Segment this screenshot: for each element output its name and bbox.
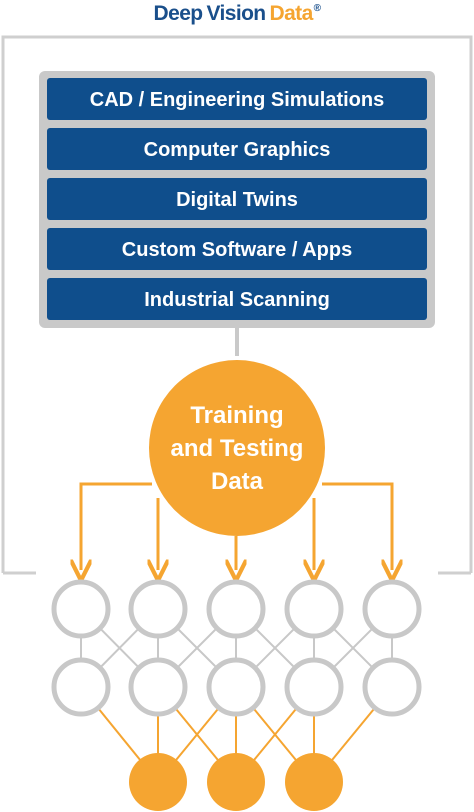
source-box-label-2: Computer Graphics — [144, 139, 331, 161]
hidden-node-3 — [206, 657, 266, 717]
distribution-arrows — [81, 482, 392, 570]
output-node-1 — [129, 753, 187, 811]
hidden-node-4 — [284, 657, 344, 717]
source-box-label-1: CAD / Engineering Simulations — [90, 89, 384, 111]
source-box-1 — [47, 78, 427, 120]
training-data-hub — [149, 360, 325, 536]
hidden-node-1 — [51, 657, 111, 717]
distribution-arrow-1 — [81, 482, 152, 570]
brand-part-data: Data — [270, 2, 314, 25]
output-node-2 — [207, 753, 265, 811]
brand-part-vision: Vision — [207, 2, 266, 25]
source-box-label-5: Industrial Scanning — [144, 289, 330, 311]
source-box-5 — [47, 278, 427, 320]
input-node-3 — [206, 579, 266, 639]
input-node-1 — [51, 579, 111, 639]
source-box-2 — [47, 128, 427, 170]
hidden-node-2 — [128, 657, 188, 717]
source-box-3 — [47, 178, 427, 220]
hub-label-line-2: and Testing — [171, 435, 304, 462]
input-node-2 — [128, 579, 188, 639]
source-box-4 — [47, 228, 427, 270]
hidden-node-5 — [362, 657, 422, 717]
brand-part-deep: Deep — [154, 2, 203, 25]
brand-registered-mark: ® — [314, 3, 322, 14]
hub-label-line-1: Training — [190, 402, 283, 429]
input-node-4 — [284, 579, 344, 639]
hub-label-line-3: Data — [211, 468, 264, 495]
distribution-arrow-5 — [322, 482, 392, 570]
output-node-3 — [285, 753, 343, 811]
outer-frame-left-top-right — [1, 35, 473, 573]
source-box-label-4: Custom Software / Apps — [122, 239, 352, 261]
network-nodes — [51, 579, 422, 811]
input-node-5 — [362, 579, 422, 639]
source-box-label-3: Digital Twins — [176, 189, 298, 211]
